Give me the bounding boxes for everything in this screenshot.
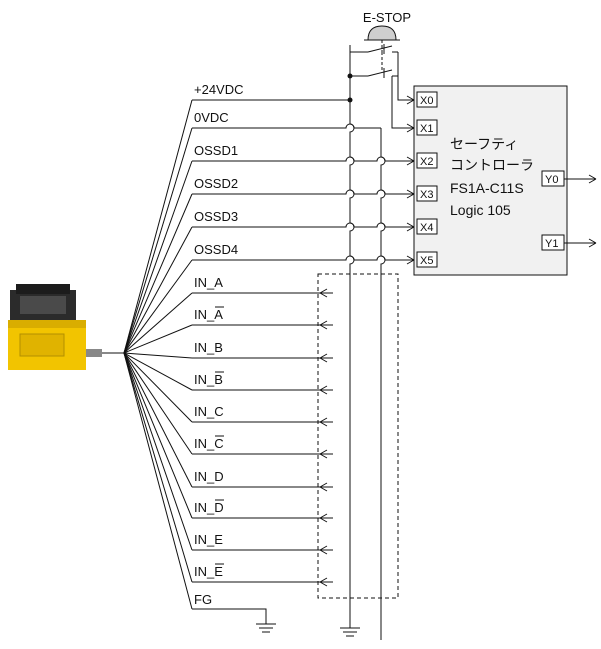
label-in-b: IN_B: [194, 340, 223, 355]
label-in-a-bar: IN_A: [194, 307, 223, 322]
wire-0vdc: [192, 123, 381, 129]
sensor-panel: [19, 333, 65, 357]
bus-lines: [340, 45, 386, 640]
e-stop: E-STOP: [350, 10, 414, 129]
controller-name-line2: コントローラ: [450, 157, 534, 173]
label-ossd3: OSSD3: [194, 209, 238, 224]
label-in-c: IN_C: [194, 404, 224, 419]
label-in-b-bar: IN_B: [194, 372, 223, 387]
controller-model: FS1A-C11S: [450, 180, 524, 196]
sensor-window: [20, 296, 66, 314]
wire-ossd2: [192, 189, 414, 195]
label-in-d: IN_D: [194, 469, 224, 484]
controller-name-line1: セーフティ: [450, 136, 518, 152]
laser-scanner-sensor: [8, 284, 124, 370]
sensor-head-top: [16, 284, 70, 294]
controller-logic: Logic 105: [450, 202, 511, 218]
label-fg: FG: [194, 592, 212, 607]
label-0vdc: 0VDC: [194, 110, 229, 125]
wire-ossd4: [192, 255, 414, 261]
fg-ground: FG: [192, 592, 276, 633]
label-in-e: IN_E: [194, 532, 223, 547]
label-ossd2: OSSD2: [194, 176, 238, 191]
label-in-a: IN_A: [194, 275, 223, 290]
terminal-x0: X0: [420, 95, 433, 107]
terminal-x1: X1: [420, 123, 433, 135]
terminal-y1: Y1: [545, 238, 558, 250]
e-stop-label: E-STOP: [363, 10, 411, 25]
safety-controller: セーフティ コントローラ FS1A-C11S Logic 105 X0 X1 X…: [413, 85, 597, 276]
label-in-e-bar: IN_E: [194, 564, 223, 579]
input-wires: IN_A IN_A IN_B IN_B IN_C IN_C IN_D IN_D …: [192, 275, 333, 587]
sensor-connector: [86, 349, 102, 357]
wire-ossd1: [192, 156, 414, 162]
label-ossd1: OSSD1: [194, 143, 238, 158]
label-in-c-bar: IN_C: [194, 436, 224, 451]
label-ossd4: OSSD4: [194, 242, 238, 257]
input-select-region: [317, 273, 399, 599]
terminal-y0: Y0: [545, 174, 558, 186]
sensor-body-shade: [8, 320, 86, 328]
cable-fanout: [123, 99, 193, 610]
terminal-x2: X2: [420, 156, 433, 168]
e-stop-button-icon: [367, 25, 397, 41]
terminal-x5: X5: [420, 255, 433, 267]
power-ossd-wires: +24VDC 0VDC OSSD1 OSSD2 OSSD3 OSSD4: [192, 82, 415, 265]
wire-ossd3: [192, 222, 414, 228]
label-in-d-bar: IN_D: [194, 500, 224, 515]
terminal-x4: X4: [420, 222, 433, 234]
label-24vdc: +24VDC: [194, 82, 244, 97]
terminal-x3: X3: [420, 189, 433, 201]
